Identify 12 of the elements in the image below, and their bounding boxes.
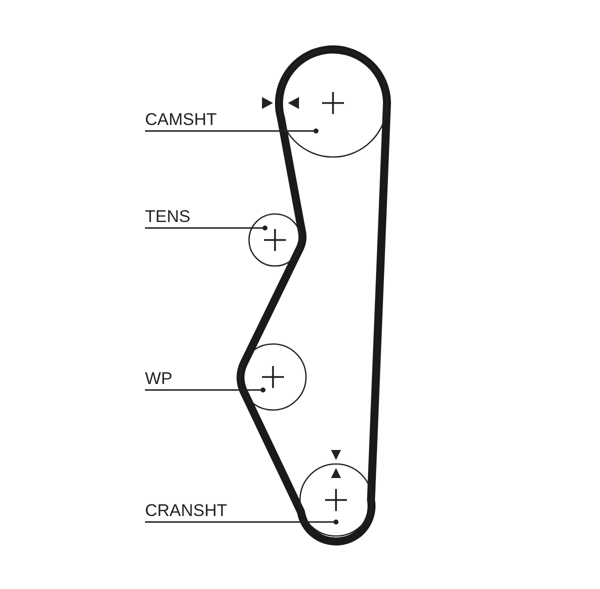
part-label: CAMSHT	[145, 111, 235, 131]
leader-line	[145, 388, 266, 392]
pulley-circle	[299, 463, 373, 537]
part-label: WP	[145, 370, 185, 390]
part-label: TENS	[145, 208, 205, 228]
leader-line	[145, 520, 338, 524]
pulley-circle	[239, 343, 307, 411]
pulley-circle	[278, 48, 388, 158]
leader-line	[145, 128, 318, 134]
leader-line	[145, 226, 268, 230]
part-label: CRANSHT	[145, 502, 245, 522]
pulley-circle	[248, 213, 302, 267]
